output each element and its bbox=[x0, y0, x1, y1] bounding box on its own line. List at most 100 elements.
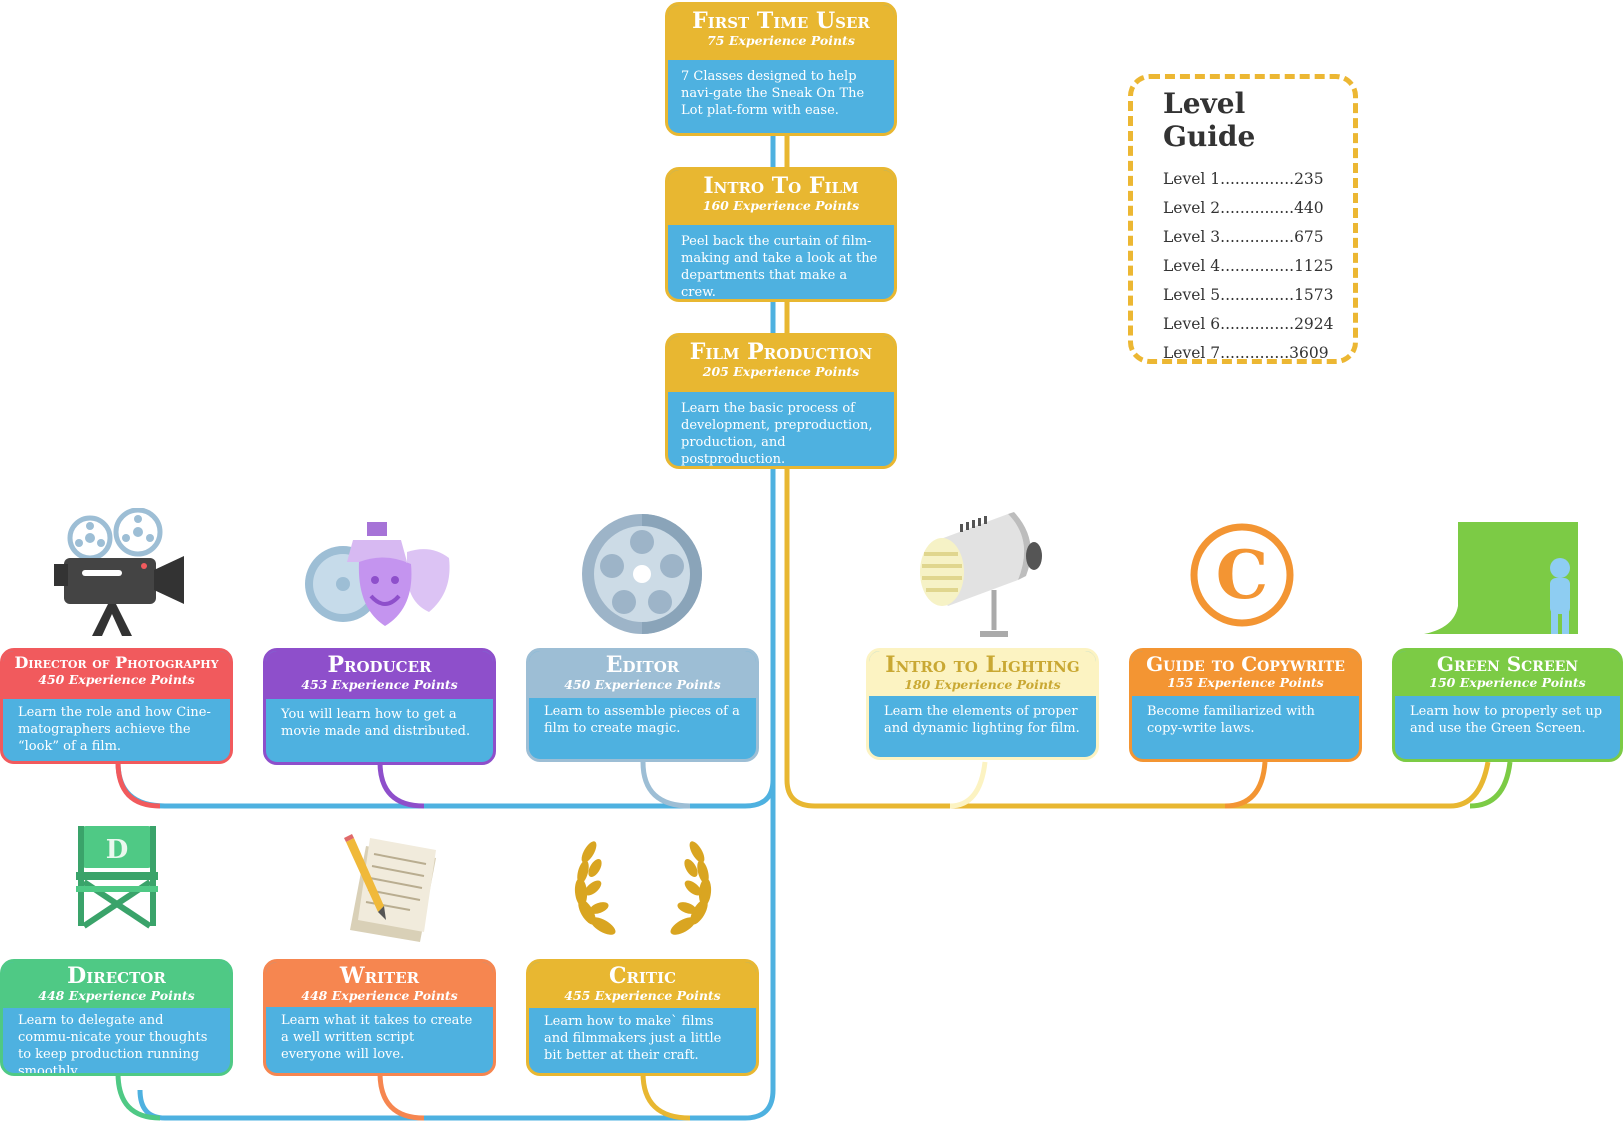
level-label: Level 6 bbox=[1163, 315, 1221, 333]
card-director-of-photography[interactable]: Director of Photography 450 Experience P… bbox=[0, 648, 233, 764]
level-xp: 675 bbox=[1294, 228, 1324, 246]
card-title: Intro to Lighting bbox=[885, 652, 1080, 678]
card-film-production[interactable]: Film Production 205 Experience Points Le… bbox=[665, 333, 897, 469]
card-xp: 155 Experience Points bbox=[1167, 675, 1324, 690]
level-dots: ............... bbox=[1220, 199, 1295, 217]
card-description: Learn to assemble pieces of a film to cr… bbox=[544, 704, 740, 736]
card-producer[interactable]: Producer 453 Experience Points You will … bbox=[263, 648, 496, 765]
card-description: Learn what it takes to create a well wri… bbox=[281, 1013, 473, 1062]
card-description: 7 Classes designed to help navi-gate the… bbox=[681, 69, 865, 118]
level-label: Level 2 bbox=[1163, 199, 1221, 217]
card-critic[interactable]: Critic 455 Experience Points Learn how t… bbox=[526, 959, 759, 1076]
laurel-wreath-icon bbox=[574, 841, 712, 935]
card-title: Editor bbox=[605, 652, 680, 678]
film-camera-icon bbox=[54, 508, 184, 636]
card-xp: 453 Experience Points bbox=[301, 677, 458, 693]
level-guide-title: Level Guide bbox=[1163, 87, 1256, 153]
level-row: Level 7..............3609 bbox=[1163, 339, 1329, 368]
level-dots: ............... bbox=[1220, 286, 1295, 304]
dop-tail bbox=[115, 761, 161, 809]
card-xp: 450 Experience Points bbox=[38, 671, 195, 687]
level-label: Level 4 bbox=[1163, 257, 1221, 275]
card-editor[interactable]: Editor 450 Experience Points Learn to as… bbox=[526, 648, 759, 762]
editor-tail bbox=[640, 761, 691, 809]
card-title: Director bbox=[67, 963, 166, 989]
producer-tail bbox=[377, 761, 425, 809]
card-xp: 180 Experience Points bbox=[904, 677, 1061, 693]
card-green-screen[interactable]: Green Screen 150 Experience Points Learn… bbox=[1392, 648, 1623, 762]
card-xp: 75 Experience Points bbox=[707, 33, 855, 49]
copyright-letter: C bbox=[1216, 536, 1269, 614]
card-title: Intro To Film bbox=[703, 173, 859, 199]
level-xp: 1573 bbox=[1294, 286, 1334, 304]
level-label: Level 7 bbox=[1163, 344, 1221, 362]
card-xp: 448 Experience Points bbox=[301, 988, 458, 1004]
spotlight-icon bbox=[920, 512, 1042, 637]
card-xp: 450 Experience Points bbox=[564, 677, 721, 693]
card-title: Critic bbox=[608, 963, 677, 989]
level-dots: ............... bbox=[1220, 257, 1295, 275]
blue-spine-lower bbox=[137, 460, 776, 1121]
gold-right-connector bbox=[784, 460, 1491, 809]
card-description: You will learn how to get a movie made a… bbox=[281, 707, 471, 739]
card-title: Guide to Copywrite bbox=[1146, 652, 1345, 676]
green-screen-icon bbox=[1424, 522, 1578, 634]
writer-tail bbox=[377, 1072, 425, 1121]
level-row: Level 5...............1573 bbox=[1163, 281, 1334, 310]
copyright-icon: C bbox=[1190, 523, 1294, 627]
level-row: Level 3...............675 bbox=[1163, 223, 1324, 252]
level-row: Level 6...............2924 bbox=[1163, 310, 1334, 339]
card-description: Learn the basic process of development, … bbox=[681, 401, 873, 467]
card-title: Green Screen bbox=[1436, 652, 1579, 676]
script-pencil-icon bbox=[344, 834, 436, 942]
card-writer[interactable]: Writer 448 Experience Points Learn what … bbox=[263, 959, 496, 1076]
director-chair-icon: D bbox=[76, 826, 158, 929]
card-description: Learn to delegate and commu-nicate your … bbox=[18, 1013, 208, 1076]
level-label: Level 3 bbox=[1163, 228, 1221, 246]
card-xp: 160 Experience Points bbox=[702, 198, 860, 214]
chair-letter: D bbox=[106, 835, 129, 865]
level-row: Level 1...............235 bbox=[1163, 165, 1324, 194]
level-dots: ............... bbox=[1220, 315, 1295, 333]
blue-row1-connector bbox=[115, 761, 776, 809]
card-xp: 150 Experience Points bbox=[1429, 675, 1586, 690]
card-title: Film Production bbox=[689, 339, 873, 365]
card-description: Learn the elements of proper and dynamic… bbox=[884, 704, 1080, 736]
level-dots: .............. bbox=[1220, 344, 1290, 362]
card-title: Writer bbox=[339, 963, 420, 989]
level-xp: 3609 bbox=[1289, 344, 1329, 362]
card-description: Learn how to properly set up and use the… bbox=[1410, 704, 1603, 736]
level-xp: 2924 bbox=[1294, 315, 1334, 333]
copywrite-tail bbox=[1224, 761, 1268, 809]
lighting-tail bbox=[949, 761, 988, 809]
level-xp: 235 bbox=[1294, 170, 1324, 188]
level-label: Level 1 bbox=[1163, 170, 1221, 188]
card-description: Learn how to make` films and filmmakers … bbox=[544, 1014, 722, 1063]
greenscreen-tail bbox=[1469, 761, 1513, 809]
level-dots: ............... bbox=[1220, 170, 1295, 188]
film-reel-icon bbox=[582, 514, 702, 634]
level-dots: ............... bbox=[1220, 228, 1295, 246]
card-first-time-user[interactable]: First Time User 75 Experience Points 7 C… bbox=[665, 2, 897, 136]
level-label: Level 5 bbox=[1163, 286, 1221, 304]
card-title: Director of Photography bbox=[14, 653, 219, 672]
level-row: Level 2...............440 bbox=[1163, 194, 1324, 223]
level-row: Level 4...............1125 bbox=[1163, 252, 1334, 281]
card-director[interactable]: Director 448 Experience Points Learn to … bbox=[0, 959, 233, 1076]
theater-masks-icon bbox=[305, 522, 450, 626]
card-description: Become familiarized with copy-write laws… bbox=[1147, 704, 1315, 736]
card-xp: 455 Experience Points bbox=[564, 988, 721, 1004]
card-description: Learn the role and how Cine-matographers… bbox=[18, 705, 211, 754]
card-intro-to-film[interactable]: Intro To Film 160 Experience Points Peel… bbox=[665, 167, 897, 302]
director-tail bbox=[115, 1072, 161, 1121]
card-xp: 205 Experience Points bbox=[702, 364, 860, 380]
card-intro-to-lighting[interactable]: Intro to Lighting 180 Experience Points … bbox=[866, 648, 1099, 760]
critic-tail bbox=[640, 1072, 691, 1121]
card-guide-to-copywrite[interactable]: Guide to Copywrite 155 Experience Points… bbox=[1129, 648, 1362, 762]
card-title: Producer bbox=[327, 652, 432, 678]
level-xp: 1125 bbox=[1294, 257, 1334, 275]
card-description: Peel back the curtain of film-making and… bbox=[681, 234, 878, 300]
